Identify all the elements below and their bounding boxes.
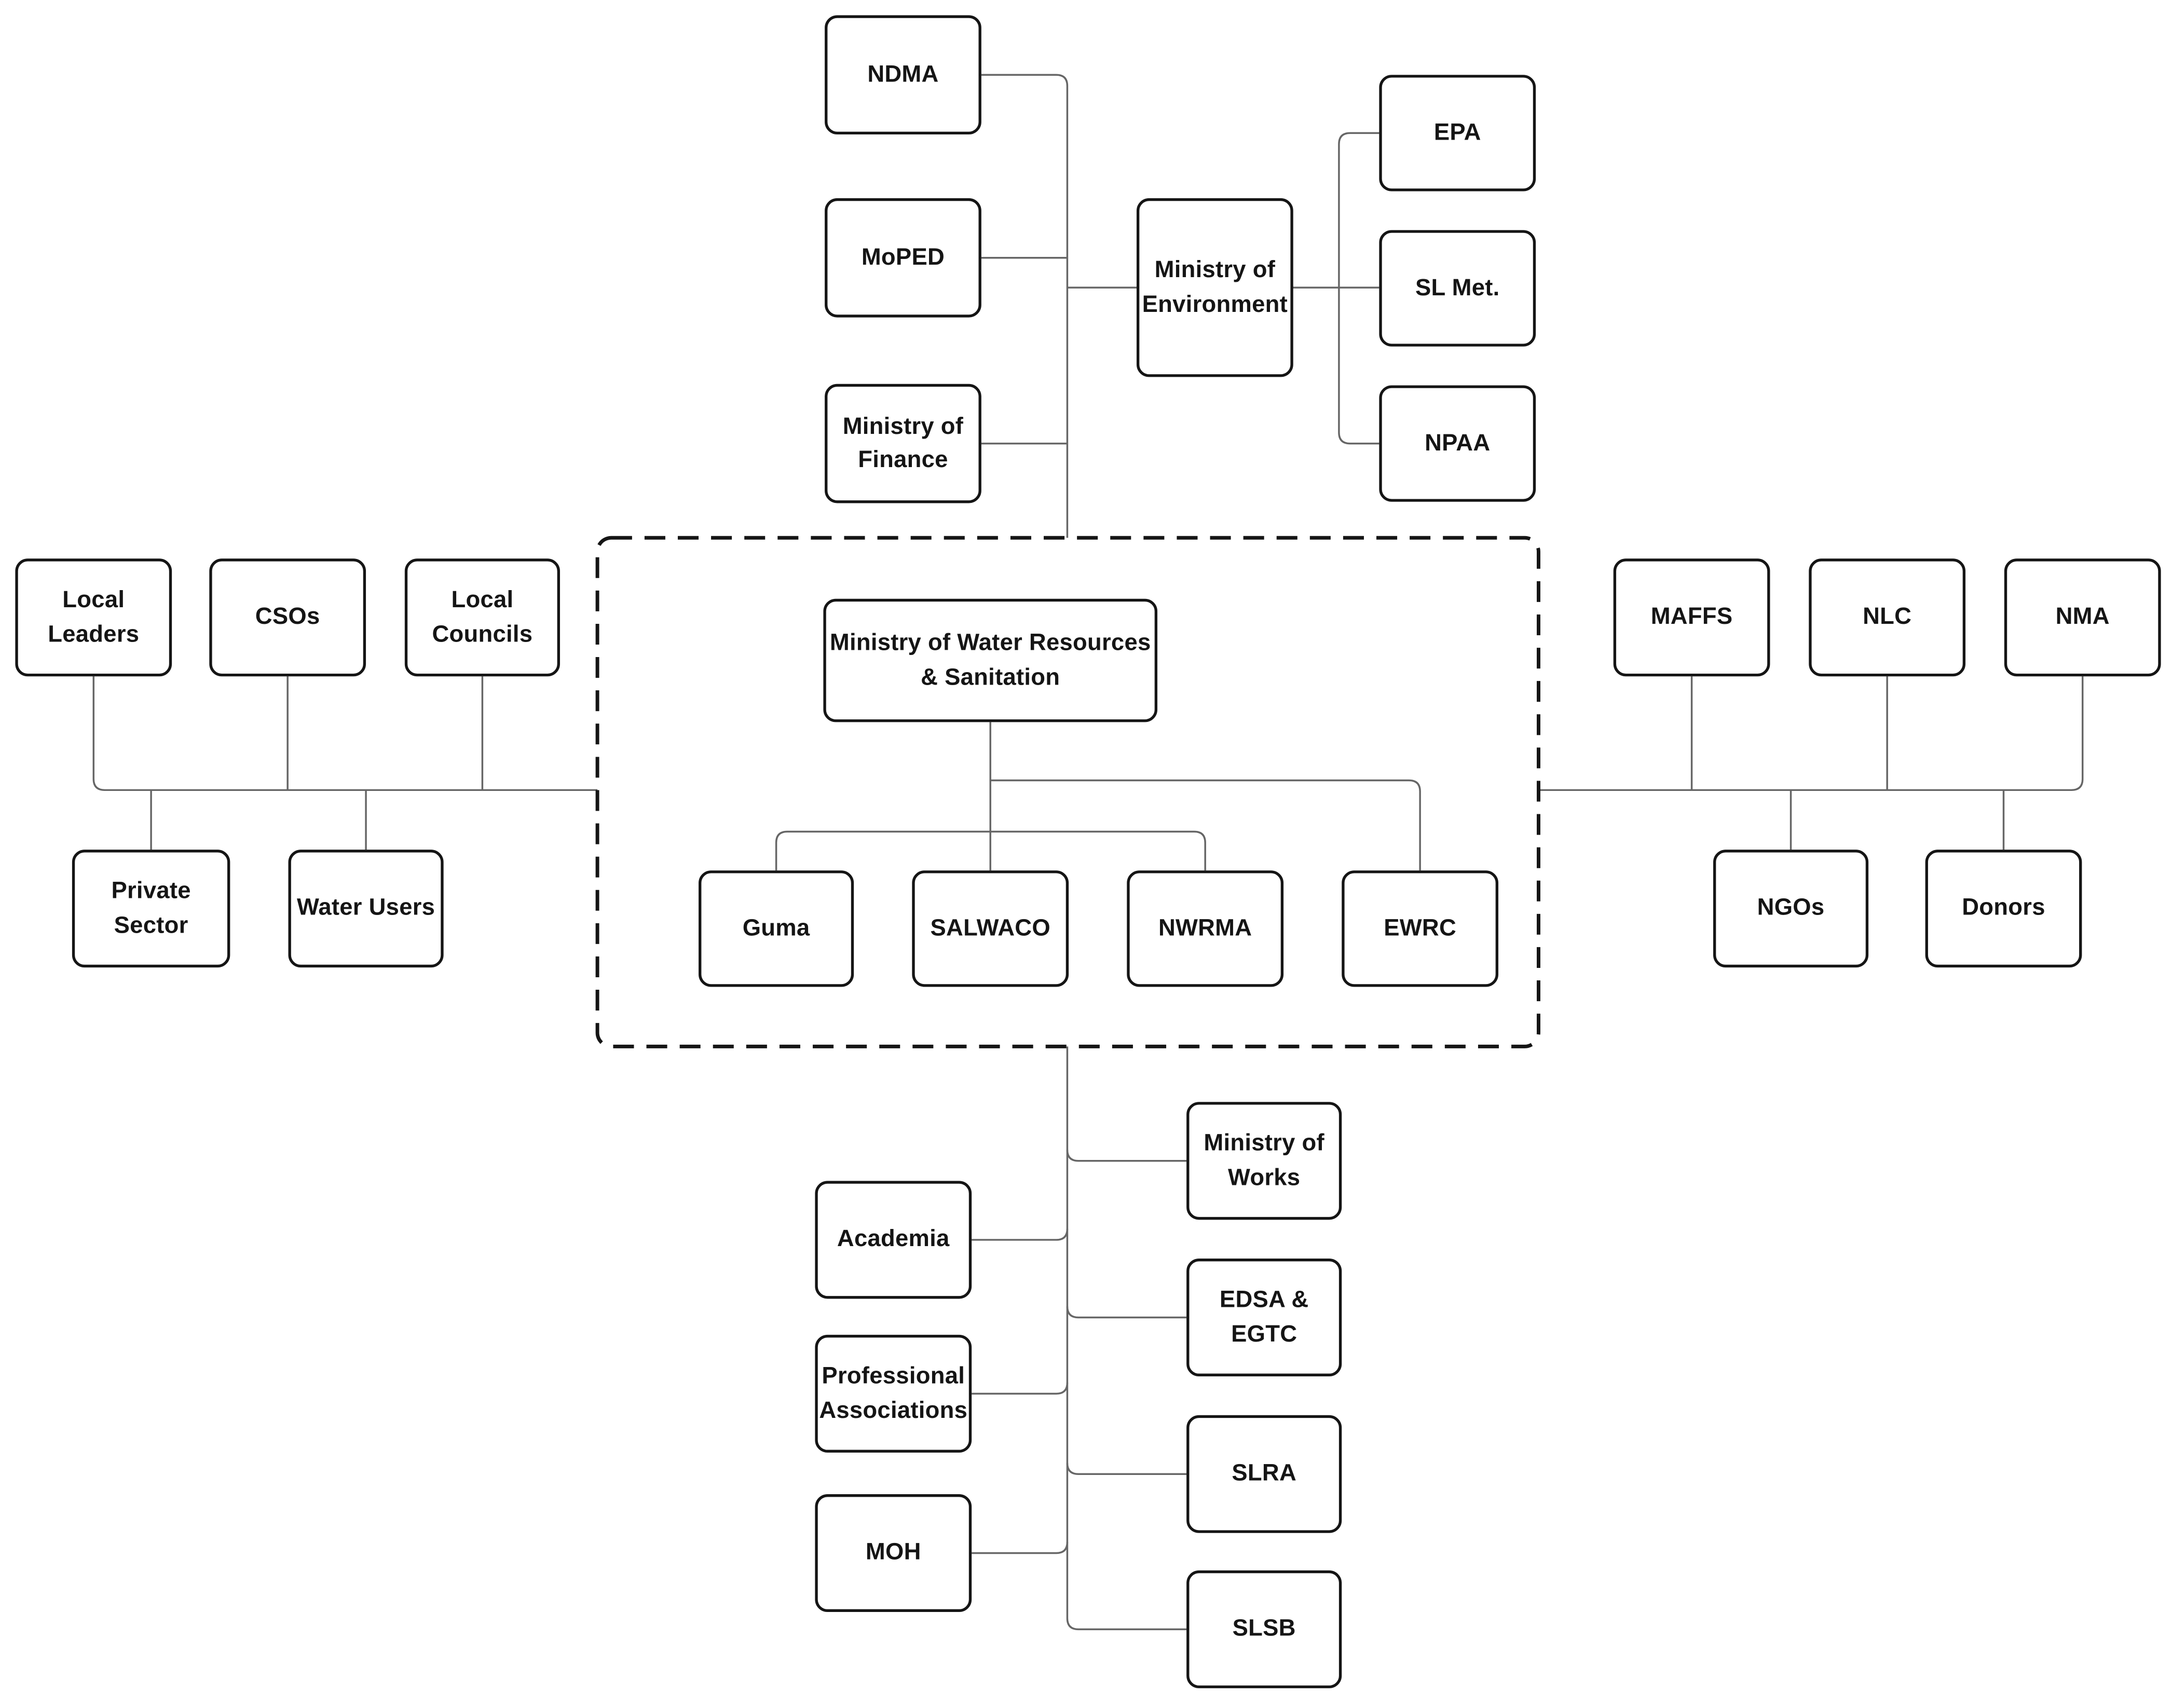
dashed-group-border [595, 536, 1540, 1048]
connector-left-bus [92, 676, 598, 791]
node-label: NMA [2055, 603, 2110, 630]
connector-trunk-works [1066, 1150, 1187, 1162]
node-maffs: MAFFS [1613, 558, 1770, 677]
node-professional-associations: Professional Associations [815, 1334, 972, 1453]
node-label: EPA [1433, 119, 1481, 146]
node-label: Water Users [296, 894, 435, 921]
node-ministry-of-finance: Ministry of Finance [825, 384, 981, 503]
node-label: Ministry of Environment [1142, 257, 1288, 317]
node-label: Private Sector [111, 878, 191, 938]
node-academia: Academia [815, 1181, 972, 1299]
node-water-users: Water Users [288, 850, 444, 968]
connector-mwrs-ewrc [990, 779, 1421, 871]
node-label: MOH [865, 1539, 921, 1566]
node-label: Professional Associations [819, 1363, 968, 1423]
connector-mwrs-guma-nwrma [775, 830, 1206, 871]
node-npaa: NPAA [1379, 385, 1536, 502]
connector-trunk-edsa [1066, 1306, 1187, 1319]
node-label: EWRC [1384, 914, 1457, 941]
node-label: Donors [1962, 894, 2045, 921]
node-local-leaders: Local Leaders [15, 558, 172, 677]
node-label: NDMA [867, 61, 939, 88]
node-label: Ministry of Water Resources & Sanitation [829, 630, 1151, 690]
connector-right-bus [1538, 676, 2084, 791]
node-label: SALWACO [930, 914, 1050, 941]
node-nlc: NLC [1809, 558, 1966, 677]
node-label: NLC [1863, 603, 1912, 630]
node-label: Local Leaders [48, 586, 140, 647]
node-edsa-egtc: EDSA & EGTC [1186, 1258, 1342, 1377]
node-label: NGOs [1757, 894, 1825, 921]
connector-trunk-slra [1066, 1463, 1187, 1475]
node-label: MAFFS [1650, 603, 1733, 630]
node-label: Academia [837, 1226, 950, 1252]
connector-environment-epa-npaa [1338, 132, 1379, 445]
node-label: NWRMA [1158, 914, 1252, 941]
node-ewrc: EWRC [1342, 870, 1499, 987]
node-label: Guma [742, 914, 810, 941]
node-label: SLRA [1232, 1460, 1297, 1487]
connector-bottom-trunk-slsb [1066, 1046, 1187, 1631]
node-label: EDSA & EGTC [1219, 1287, 1309, 1347]
node-moh: MOH [815, 1494, 972, 1613]
node-slsb: SLSB [1186, 1570, 1342, 1688]
node-label: Ministry of Finance [842, 413, 964, 473]
node-ngos: NGOs [1713, 850, 1869, 968]
node-nma: NMA [2004, 558, 2161, 677]
node-guma: Guma [699, 870, 854, 987]
node-label: CSOs [255, 603, 320, 630]
node-label: MoPED [861, 243, 945, 270]
node-label: SL Met. [1415, 274, 1500, 301]
node-nwrma: NWRMA [1127, 870, 1284, 987]
node-ndma: NDMA [825, 15, 981, 135]
node-donors: Donors [1925, 850, 2082, 968]
node-salwaco: SALWACO [912, 870, 1069, 987]
node-ministry-of-works: Ministry of Works [1186, 1102, 1342, 1220]
node-label: Local Councils [432, 586, 533, 647]
connector-trunk-moh [972, 1542, 1069, 1554]
node-label: SLSB [1232, 1615, 1296, 1642]
node-csos: CSOs [209, 558, 366, 677]
node-label: NPAA [1425, 429, 1491, 456]
node-slra: SLRA [1186, 1415, 1342, 1533]
connector-ndma-trunk [981, 74, 1069, 538]
node-sl-met: SL Met. [1379, 230, 1536, 347]
node-ministry-of-water-resources-sanitation: Ministry of Water Resources & Sanitation [823, 598, 1158, 722]
connector-trunk-prof-assoc [972, 1382, 1069, 1395]
node-label: Ministry of Works [1204, 1130, 1324, 1190]
node-moped: MoPED [825, 198, 981, 318]
node-epa: EPA [1379, 75, 1536, 192]
node-local-councils: Local Councils [404, 558, 560, 677]
node-private-sector: Private Sector [72, 850, 230, 968]
node-ministry-of-environment: Ministry of Environment [1136, 198, 1293, 377]
connector-trunk-academia [972, 1228, 1069, 1241]
